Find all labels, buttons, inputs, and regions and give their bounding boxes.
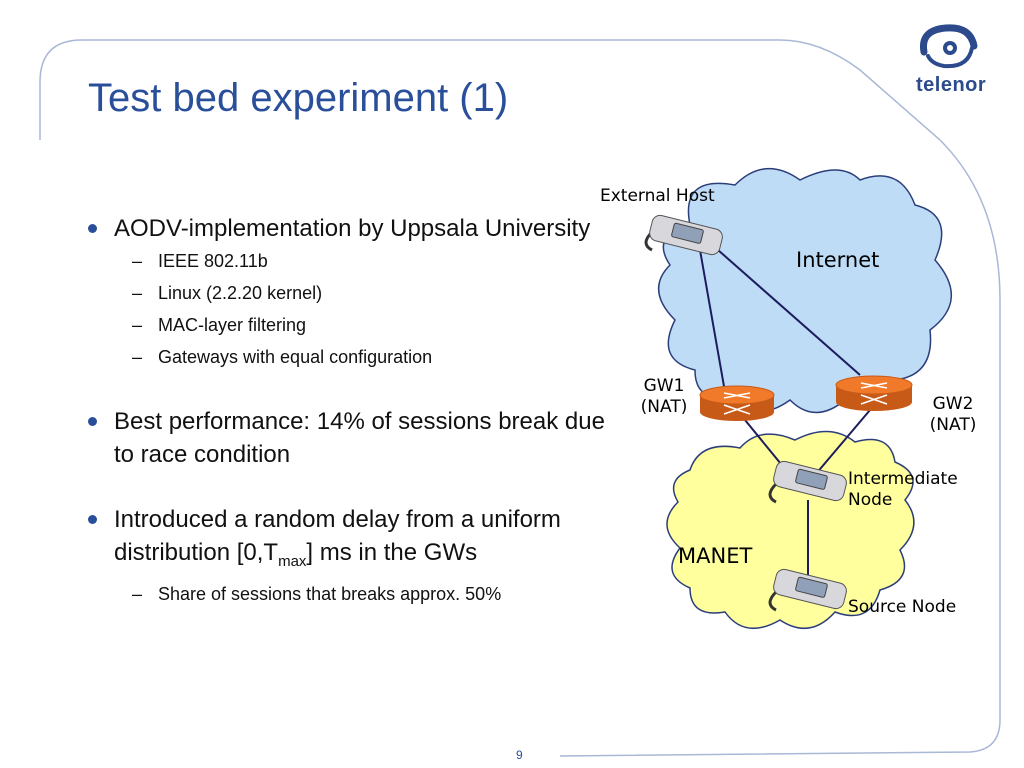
intermediate-node-pda-icon [768, 460, 847, 504]
telenor-logo-text: telenor [916, 74, 987, 96]
manet-label: MANET [678, 544, 753, 568]
intermediate-node-label: Intermediate Node [848, 469, 958, 510]
external-host-pda-icon [644, 214, 723, 256]
sub-bullet: –MAC-layer filtering [132, 315, 307, 335]
external-host-label: External Host [600, 186, 715, 206]
link-host-gw2 [717, 249, 861, 376]
link-host-gw1 [699, 249, 726, 393]
gw2-label: GW2 (NAT) [929, 394, 977, 435]
sub-bullet: –Gateways with equal configuration [132, 347, 433, 367]
link-gw2-intermediate [814, 409, 871, 476]
sub-bullet: –Linux (2.2.20 kernel) [132, 283, 323, 303]
gw2-router-icon [835, 375, 913, 411]
bullet-dot-icon [88, 224, 97, 233]
source-node-pda-icon [768, 568, 847, 612]
telenor-logo-icon [919, 24, 978, 69]
bullet-dot-icon [88, 417, 97, 426]
gw1-label: GW1 (NAT) [640, 376, 688, 417]
sub-bullet: –IEEE 802.11b [132, 251, 268, 271]
manet-cloud [666, 430, 915, 630]
bullet-dot-icon [88, 515, 97, 524]
bullet-performance: Best performance: 14% of sessions break … [88, 405, 608, 471]
gw1-router-icon [699, 385, 775, 421]
sub-bullet: –Share of sessions that breaks approx. 5… [132, 583, 502, 604]
page-title: Test bed experiment (1) [88, 76, 509, 120]
source-node-label: Source Node [848, 597, 957, 617]
bullet-list: AODV-implementation by Uppsala Universit… [88, 212, 608, 610]
bullet-aodv: AODV-implementation by Uppsala Universit… [88, 212, 608, 245]
page-number: 9 [516, 748, 523, 762]
bullet-random-delay: Introduced a random delay from a uniform… [88, 503, 608, 578]
internet-label: Internet [796, 248, 880, 272]
